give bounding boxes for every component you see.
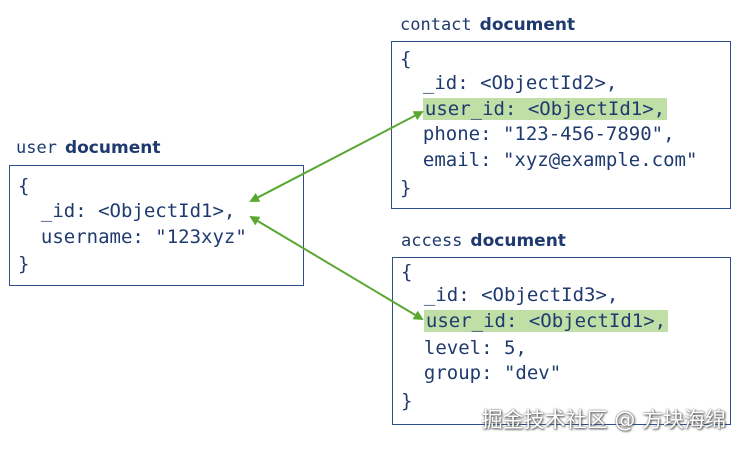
contact-doc-title-word: document [479,15,576,35]
contact-doc-line-1: { [400,48,412,70]
contact-doc-line-3: user_id: <ObjectId1>, [400,97,668,121]
access-document-box [392,257,731,425]
access-doc-title-word: document [470,231,566,251]
access-user-id-highlight: user_id: <ObjectId1>, [423,310,669,332]
watermark-text: 掘金技术社区 @ 方块海绵 [481,408,726,432]
access-doc-line-2: _id: <ObjectId3>, [401,284,619,306]
user-doc-line-2: _id: <ObjectId1>, [18,200,236,222]
user-doc-title-word: document [64,138,161,158]
access-doc-line-6: } [401,390,413,412]
contact-to-user-arrow [249,111,424,202]
contact-doc-line-2: _id: <ObjectId2>, [400,72,618,94]
contact-user-id-highlight: user_id: <ObjectId1>, [422,98,668,120]
access-to-user-arrow [249,215,424,321]
access-doc-line-4: level: 5, [401,337,527,359]
access-doc-line-3: user_id: <ObjectId1>, [401,309,669,333]
access-doc-line-5: group: "dev" [401,362,562,384]
contact-doc-title-code: contact [400,15,472,35]
user-doc-line-1: { [18,175,30,197]
contact-doc-line-5: email: "xyz@example.com" [400,149,698,171]
user-doc-title-code: user [16,138,57,158]
user-doc-line-4: } [18,253,30,275]
contact-document-box [391,41,731,209]
contact-doc-line-4: phone: "123-456-7890", [400,123,675,145]
user-doc-line-3: username: "123xyz" [18,226,247,248]
contact-doc-title: contact document [400,15,575,35]
user-doc-title: user document [16,138,160,158]
